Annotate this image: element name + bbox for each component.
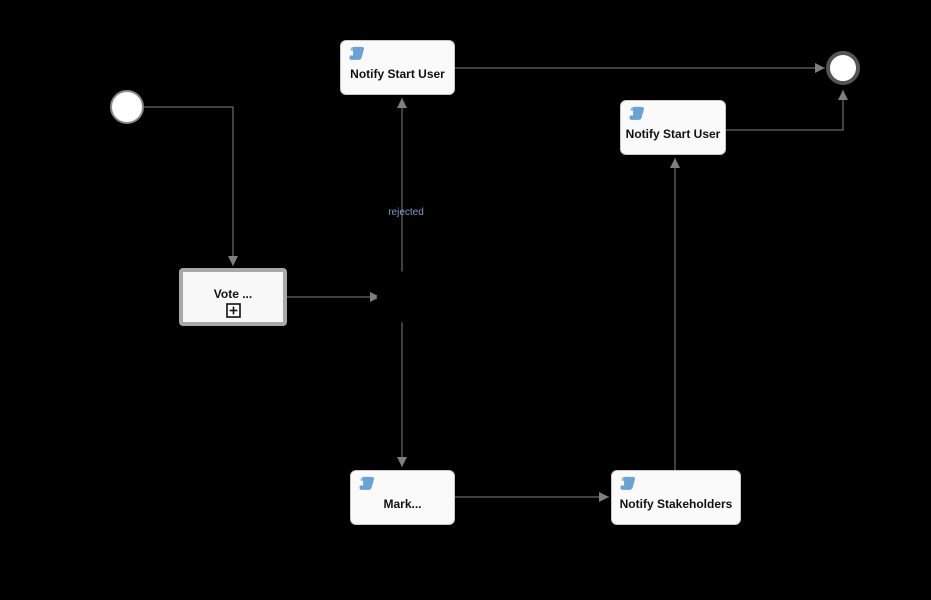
flow-start-to-vote[interactable] — [144, 106, 238, 266]
task-label: Vote ... — [213, 286, 253, 301]
task-notify-start-user-right[interactable]: Notify Start User — [620, 100, 726, 155]
task-label: Notify Start User — [625, 126, 721, 141]
start-event[interactable] — [110, 90, 144, 124]
script-task-icon — [359, 476, 374, 490]
flow-label-rejected: rejected — [388, 207, 424, 218]
task-notify-start-user-top[interactable]: Notify Start User — [340, 40, 455, 95]
exclusive-gateway[interactable] — [376, 271, 428, 323]
end-event[interactable] — [826, 51, 860, 85]
task-mark[interactable]: Mark... — [350, 470, 455, 525]
task-label: Notify Start User — [350, 66, 445, 81]
task-label: Notify Stakeholders — [619, 496, 733, 511]
script-task-icon — [349, 46, 364, 60]
script-task-icon — [620, 476, 635, 490]
task-label: Mark... — [383, 496, 422, 511]
task-notify-stakeholders[interactable]: Notify Stakeholders — [611, 470, 741, 525]
collapsed-subprocess-plus-icon — [225, 302, 241, 318]
script-task-icon — [629, 106, 644, 120]
call-activity-vote[interactable]: Vote ... — [179, 268, 287, 326]
flow-notify-right-to-end[interactable] — [726, 90, 848, 131]
